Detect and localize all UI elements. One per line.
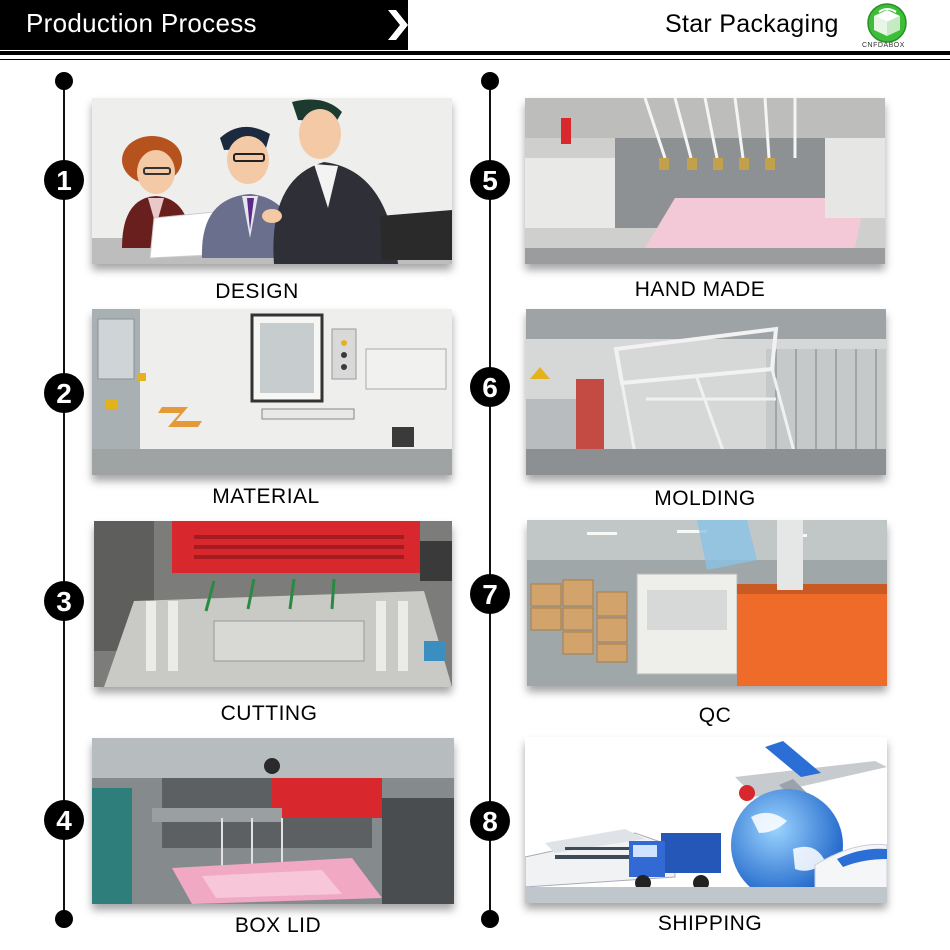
step-number-8-icon: 8 [470, 801, 510, 841]
step-number-1-icon: 1 [44, 160, 84, 200]
design-photo [92, 98, 452, 264]
step-number-7-icon: 7 [470, 574, 510, 614]
step-number-5: 5 [482, 165, 498, 196]
timeline-dot-bottom-right [481, 910, 499, 928]
step-label-hand-made: HAND MADE [634, 278, 766, 301]
step-label-box-lid: BOX LID [234, 914, 322, 937]
step-label-shipping: SHIPPING [657, 912, 763, 935]
shipping-photo [525, 737, 887, 903]
material-photo [92, 309, 452, 475]
timeline-right-line [489, 80, 491, 920]
step-number-7: 7 [482, 579, 498, 610]
chevron-right-icon [388, 10, 408, 40]
molding-photo [526, 309, 886, 475]
step-number-8: 8 [482, 806, 498, 837]
step-number-2-icon: 2 [44, 373, 84, 413]
step-label-cutting: CUTTING [220, 702, 318, 725]
timeline-dot-top-right [481, 72, 499, 90]
cutting-photo [94, 521, 452, 687]
step-number-4: 4 [56, 805, 72, 836]
hand-made-photo [525, 98, 885, 264]
timeline-dot-top-left [55, 72, 73, 90]
step-number-3-icon: 3 [44, 581, 84, 621]
timeline-left-line [63, 80, 65, 920]
step-label-material: MATERIAL [212, 485, 320, 508]
brand-name: Star Packaging [665, 10, 839, 38]
step-number-3: 3 [56, 586, 72, 617]
step-number-4-icon: 4 [44, 800, 84, 840]
page-title: Production Process [26, 8, 257, 38]
step-label-design: DESIGN [215, 280, 299, 303]
header-rule-thick [0, 51, 950, 55]
step-label-qc: QC [698, 704, 732, 727]
box-lid-photo [92, 738, 454, 904]
brand-sub: CNFDABOX [862, 42, 905, 49]
step-label-molding: MOLDING [654, 487, 756, 510]
step-number-2: 2 [56, 378, 72, 409]
brand-logo-icon [867, 3, 907, 43]
header-rule-thin [0, 59, 950, 60]
header-bar: Production Process [0, 0, 408, 50]
qc-photo [527, 520, 887, 686]
step-number-5-icon: 5 [470, 160, 510, 200]
step-number-6: 6 [482, 372, 498, 403]
step-number-1: 1 [56, 165, 72, 196]
timeline-dot-bottom-left [55, 910, 73, 928]
step-number-6-icon: 6 [470, 367, 510, 407]
